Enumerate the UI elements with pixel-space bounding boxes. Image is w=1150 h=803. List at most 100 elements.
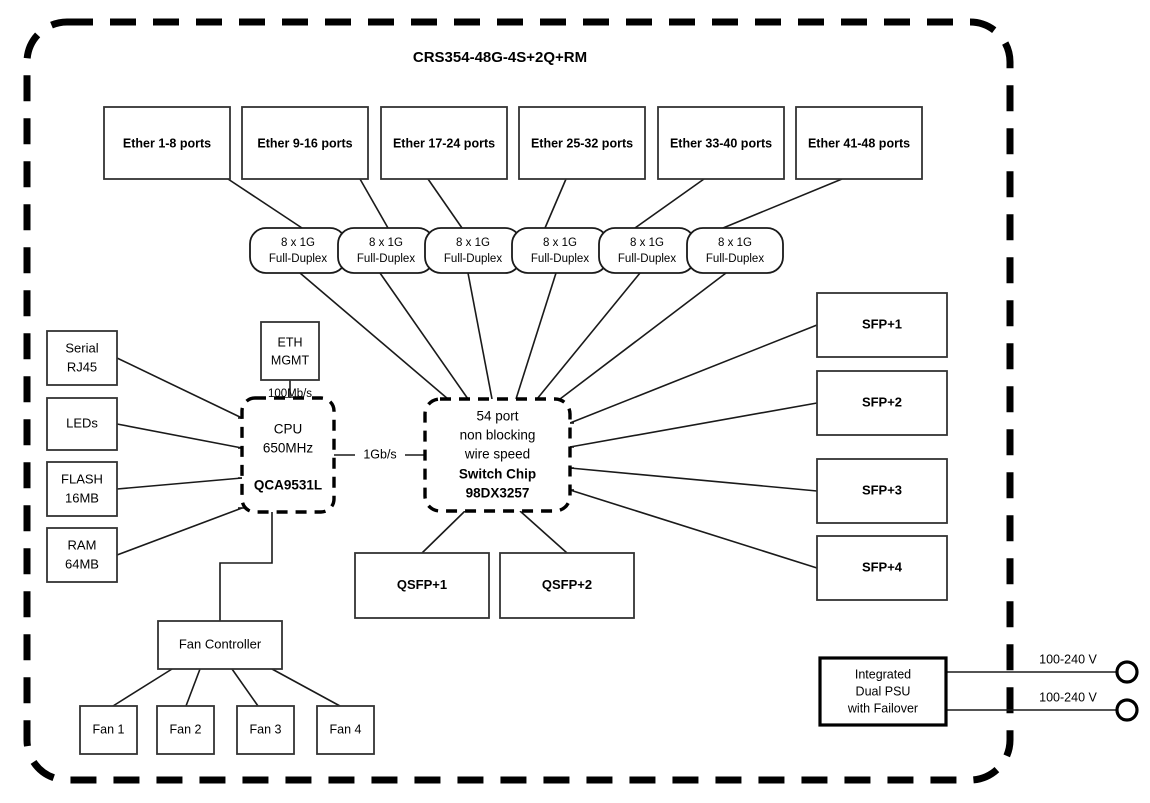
- switch-chip-line-3: wire speed: [464, 447, 530, 462]
- switch-chip-box[interactable]: [423, 397, 572, 513]
- ether-to-pill-wire-3: [427, 178, 463, 229]
- sfp-port-box-4[interactable]: [816, 535, 948, 601]
- ether-group-box-1[interactable]: [103, 106, 231, 180]
- peripheral-box-flash-memory[interactable]: [46, 461, 118, 517]
- eth-mgmt-box[interactable]: [260, 321, 320, 381]
- qsfp-port-label-1: QSFP+1: [397, 577, 447, 592]
- link-speed-duplex-1: Full-Duplex: [269, 253, 327, 265]
- switch-to-sfp-wire-2: [569, 402, 818, 448]
- link-speed-pill-2[interactable]: [337, 227, 435, 274]
- fan-box-2[interactable]: [156, 705, 215, 755]
- link-speed-pill-5[interactable]: [598, 227, 696, 274]
- fan-label-1: Fan 1: [93, 722, 125, 736]
- link-speed-pill-6[interactable]: [686, 227, 784, 274]
- psu-label-1: Integrated: [855, 667, 911, 681]
- cpu-label-part: QCA9531L: [254, 478, 322, 493]
- link-label-backdrop: [355, 447, 405, 463]
- link-speed-pill-4[interactable]: [511, 227, 609, 274]
- switch-to-qsfp-wire-1: [421, 510, 466, 554]
- ether-group-box-5[interactable]: [657, 106, 785, 180]
- sfp-port-box-1[interactable]: [816, 292, 948, 358]
- link-speed-duplex-4: Full-Duplex: [531, 253, 589, 265]
- cpu-label-clock: 650MHz: [263, 441, 314, 456]
- peripheral-to-cpu-wire-4: [116, 507, 243, 556]
- link-speed-pill-3[interactable]: [424, 227, 522, 274]
- peripheral-box-serial-rj45[interactable]: [46, 330, 118, 386]
- pill-to-switch-wire-3: [467, 272, 493, 400]
- ether-group-label-2: Ether 9-16 ports: [257, 136, 352, 150]
- sfp-port-box-3[interactable]: [816, 458, 948, 524]
- ether-group-label-3: Ether 17-24 ports: [393, 136, 495, 150]
- psu-label-2: Dual PSU: [856, 684, 911, 698]
- pill-to-switch-wire-2: [379, 272, 469, 400]
- switch-chip-line-4: Switch Chip: [459, 467, 536, 482]
- qsfp-port-label-2: QSFP+2: [542, 577, 592, 592]
- link-speed-rate-3: 8 x 1G: [456, 237, 490, 249]
- peripheral-label-ram-memory-2: 64MB: [65, 556, 99, 571]
- cpu-chip-box[interactable]: [240, 396, 336, 514]
- peripheral-box-leds[interactable]: [46, 397, 118, 451]
- fan-controller-label: Fan Controller: [179, 636, 262, 651]
- link-speed-duplex-3: Full-Duplex: [444, 253, 502, 265]
- fan-box-4[interactable]: [316, 705, 375, 755]
- sfp-port-box-2[interactable]: [816, 370, 948, 436]
- peripheral-label-flash-memory-1: FLASH: [61, 471, 103, 486]
- fan-controller-to-fan-wire-2: [185, 668, 201, 707]
- page-title: CRS354-48G-4S+2Q+RM: [413, 49, 587, 66]
- cpu-label-name: CPU: [274, 422, 303, 437]
- cpu-to-fan-controller-wire: [219, 512, 273, 621]
- ether-group-label-6: Ether 41-48 ports: [808, 136, 910, 150]
- power-inlet-connector-2[interactable]: [1115, 698, 1139, 722]
- switch-to-qsfp-wire-2: [519, 510, 568, 554]
- ether-group-box-3[interactable]: [380, 106, 508, 180]
- ether-to-pill-wire-4: [544, 178, 567, 229]
- peripheral-box-ram-memory[interactable]: [46, 527, 118, 583]
- fan-controller-box[interactable]: [157, 620, 283, 670]
- cpu-switch-link-speed-label: 1Gb/s: [363, 447, 396, 461]
- fan-label-2: Fan 2: [170, 722, 202, 736]
- ether-to-pill-wire-5: [634, 178, 705, 229]
- pill-to-switch-wire-6: [559, 272, 727, 400]
- fan-label-3: Fan 3: [250, 722, 282, 736]
- switch-chip-part-number: 98DX3257: [466, 486, 530, 501]
- fan-controller-to-fan-wire-4: [271, 668, 341, 707]
- eth-mgmt-label-2: MGMT: [271, 353, 310, 367]
- eth-mgmt-label-1: ETH: [278, 335, 303, 349]
- fan-box-1[interactable]: [79, 705, 138, 755]
- link-speed-rate-5: 8 x 1G: [630, 237, 664, 249]
- switch-chip-line-1: 54 port: [476, 409, 518, 424]
- device-boundary: [23, 18, 1014, 784]
- psu-box[interactable]: [818, 656, 948, 727]
- link-speed-rate-1: 8 x 1G: [281, 237, 315, 249]
- link-speed-rate-6: 8 x 1G: [718, 237, 752, 249]
- switch-to-sfp-wire-3: [569, 467, 818, 492]
- sfp-port-label-4: SFP+4: [862, 559, 903, 574]
- link-speed-rate-2: 8 x 1G: [369, 237, 403, 249]
- peripheral-label-serial-rj45-2: RJ45: [67, 359, 97, 374]
- sfp-port-label-3: SFP+3: [862, 482, 902, 497]
- ether-to-pill-wire-6: [722, 178, 843, 229]
- psu-label-3: with Failover: [847, 701, 918, 715]
- ether-group-label-4: Ether 25-32 ports: [531, 136, 633, 150]
- peripheral-to-cpu-wire-1: [116, 357, 243, 419]
- fan-controller-to-fan-wire-3: [231, 668, 259, 707]
- switch-to-sfp-wire-4: [569, 489, 818, 569]
- peripheral-label-ram-memory-1: RAM: [68, 537, 97, 552]
- ether-group-box-2[interactable]: [241, 106, 369, 180]
- power-inlet-connector-1[interactable]: [1115, 660, 1139, 684]
- ether-group-box-4[interactable]: [518, 106, 646, 180]
- fan-box-3[interactable]: [236, 705, 295, 755]
- ether-group-box-6[interactable]: [795, 106, 923, 180]
- qsfp-port-box-1[interactable]: [354, 552, 490, 619]
- sfp-port-label-2: SFP+2: [862, 394, 902, 409]
- ether-to-pill-wire-2: [359, 178, 389, 229]
- switch-to-sfp-wire-1: [569, 324, 818, 424]
- ether-to-pill-wire-1: [227, 178, 303, 229]
- qsfp-port-box-2[interactable]: [499, 552, 635, 619]
- peripheral-to-cpu-wire-2: [116, 423, 243, 449]
- peripheral-label-leds: LEDs: [66, 415, 98, 430]
- link-speed-pill-1[interactable]: [249, 227, 347, 274]
